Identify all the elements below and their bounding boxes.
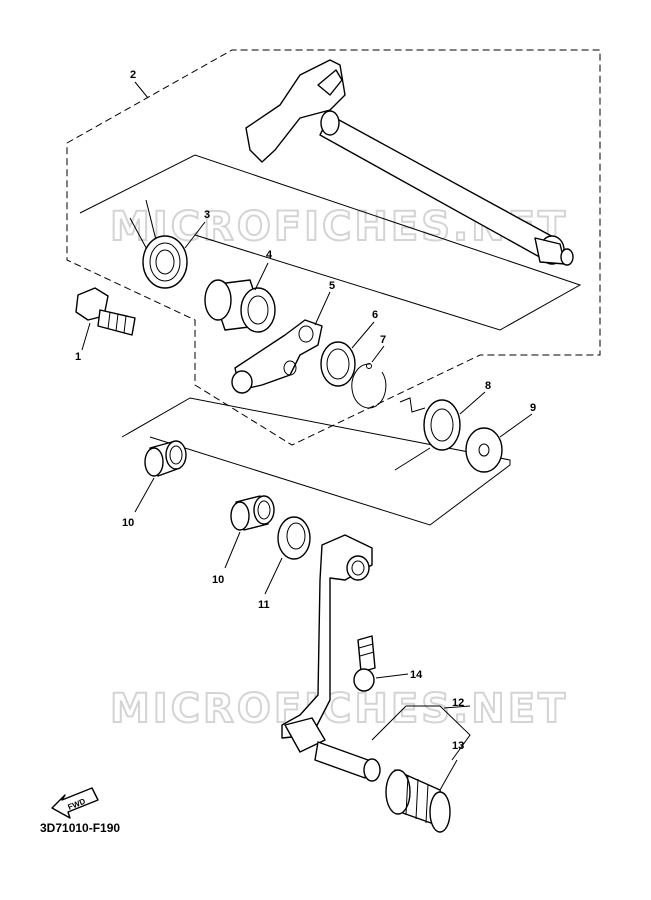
callout-2: 2: [130, 69, 136, 81]
callout-5: 5: [329, 280, 335, 292]
fwd-arrow-icon: FWD: [51, 787, 99, 819]
return-spring-8: [394, 397, 461, 471]
circlip-7: [351, 363, 387, 409]
washer-9: [465, 427, 503, 473]
leader-lines: [81, 81, 533, 791]
callout-7: 7: [380, 334, 386, 346]
callout-14: 14: [410, 669, 423, 681]
shift-shaft: [245, 59, 574, 266]
needle-bearing-10a: [144, 440, 187, 477]
callout-4: 4: [266, 249, 273, 261]
callout-8: 8: [485, 380, 491, 392]
needle-bearing-10b: [230, 495, 275, 531]
pedal-rubber-13: [385, 769, 451, 833]
oil-seal-11: [277, 516, 311, 560]
bolt-1: [75, 287, 136, 336]
watermark-bottom: MICROFICHES.NET: [110, 686, 568, 732]
lever-plate-5: [231, 319, 323, 394]
callout-1: 1: [75, 351, 81, 363]
callout-13: 13: [452, 740, 464, 752]
callout-12: 12: [452, 697, 464, 709]
callout-10b: 10: [212, 574, 224, 586]
callout-10a: 10: [122, 517, 134, 529]
callout-9: 9: [530, 402, 536, 414]
washer-6: [320, 341, 356, 387]
callout-3: 3: [204, 209, 210, 221]
torsion-spring-3: [129, 199, 188, 289]
lower-plane-outline: [121, 397, 511, 526]
figure-code: 3D71010-F190: [40, 821, 120, 835]
callout-11: 11: [258, 599, 270, 611]
upper-plane-outline: [79, 154, 582, 331]
collar-4: [204, 279, 276, 333]
callout-6: 6: [372, 309, 378, 321]
bolt-14: [353, 635, 376, 692]
shift-pedal-12: [281, 534, 381, 782]
